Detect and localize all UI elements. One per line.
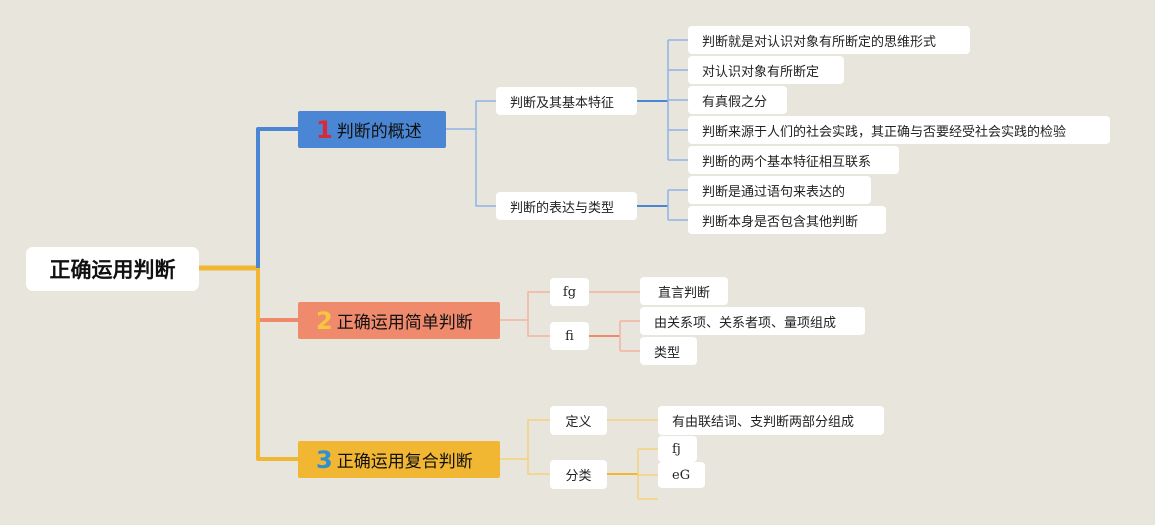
leaf-2-1-1-label: 直言判断	[658, 285, 711, 301]
leaf-1-1-3-label: 有真假之分	[702, 94, 768, 110]
leaf-1-1-1[interactable]: 判断就是对认识对象有所断定的思维形式	[688, 26, 970, 54]
subtopic-3-2[interactable]: 分类	[550, 460, 607, 489]
subtopic-2-2-label: fi	[565, 328, 574, 344]
subtopic-2-2[interactable]: fi	[550, 322, 589, 350]
leaf-3-1-1-label: 有由联结词、支判断两部分组成	[672, 415, 855, 430]
branch-1-connector	[256, 127, 298, 268]
branch-3-topic[interactable]: 3 正确运用复合判断	[298, 441, 500, 478]
subtopic-3-2-label: 分类	[565, 469, 592, 484]
branch-3-label: 正确运用复合判断	[336, 452, 473, 472]
branch-2-number: 2	[316, 306, 333, 335]
leaf-1-1-4-label: 判断来源于人们的社会实践，其正确与否要经受社会实践的检验	[702, 124, 1067, 140]
subtopic-1-2-label: 判断的表达与类型	[510, 200, 615, 216]
leaf-1-1-3[interactable]: 有真假之分	[688, 86, 787, 114]
branch-3-connector	[256, 268, 298, 461]
leaf-1-1-2-label: 对认识对象有所断定	[702, 64, 820, 80]
branch-1-topic[interactable]: 1 判断的概述	[298, 111, 446, 148]
leaf-1-2-2-label: 判断本身是否包含其他判断	[702, 214, 859, 230]
leaf-3-2-2[interactable]: eG	[658, 462, 705, 488]
leaf-3-2-1[interactable]: fj	[658, 436, 697, 462]
subtopic-1-1-connector	[475, 100, 496, 129]
subtopic-2-2-connector	[527, 320, 550, 337]
leaf-1-1-1-label: 判断就是对认识对象有所断定的思维形式	[702, 34, 937, 50]
branch-1-number: 1	[316, 115, 333, 144]
subtopic-3-1-connector	[527, 419, 550, 459]
leaf-1-2-1[interactable]: 判断是通过语句来表达的	[688, 176, 871, 204]
subtopic-1-1[interactable]: 判断及其基本特征	[496, 87, 637, 115]
root-topic[interactable]: 正确运用判断	[26, 247, 199, 291]
leaf-1-1-2[interactable]: 对认识对象有所断定	[688, 56, 844, 84]
subtopic-2-1-label: fg	[562, 284, 577, 300]
leaf-2-2-1[interactable]: 由关系项、关系者项、量项组成	[640, 307, 865, 335]
branch-1-label: 判断的概述	[336, 122, 422, 142]
branch-2-label: 正确运用简单判断	[336, 313, 473, 333]
subtopic-1-1-label: 判断及其基本特征	[510, 95, 615, 111]
subtopic-2-1-connector	[527, 291, 550, 320]
leaf-2-2-1-label: 由关系项、关系者项、量项组成	[654, 315, 837, 331]
leaf-3-2-2-label: eG	[672, 467, 691, 483]
leaf-1-2-1-label: 判断是通过语句来表达的	[702, 184, 846, 200]
root-topic-label: 正确运用判断	[49, 258, 176, 282]
subtopic-2-1[interactable]: fg	[550, 278, 589, 306]
subtopic-1-2[interactable]: 判断的表达与类型	[496, 192, 637, 220]
leaf-1-1-5-label: 判断的两个基本特征相互联系	[702, 154, 872, 170]
leaf-2-2-2-label: 类型	[654, 345, 681, 361]
subtopic-3-1-label: 定义	[565, 415, 592, 430]
branch-2-topic[interactable]: 2 正确运用简单判断	[298, 302, 500, 339]
leaf-1-1-5[interactable]: 判断的两个基本特征相互联系	[688, 146, 899, 174]
subtopic-3-1[interactable]: 定义	[550, 406, 607, 435]
leaf-1-1-4[interactable]: 判断来源于人们的社会实践，其正确与否要经受社会实践的检验	[688, 116, 1110, 144]
branch-3-number: 3	[316, 445, 333, 474]
subtopic-1-2-connector	[475, 129, 496, 207]
leaf-3-2-1-label: fj	[672, 441, 681, 457]
leaf-3-1-1[interactable]: 有由联结词、支判断两部分组成	[658, 406, 884, 435]
branch-2-connector	[256, 268, 298, 322]
leaf-2-1-1[interactable]: 直言判断	[640, 277, 728, 305]
leaf-2-2-2[interactable]: 类型	[640, 337, 697, 365]
subtopic-3-2-connector	[527, 459, 550, 475]
leaf-1-2-2[interactable]: 判断本身是否包含其他判断	[688, 206, 886, 234]
